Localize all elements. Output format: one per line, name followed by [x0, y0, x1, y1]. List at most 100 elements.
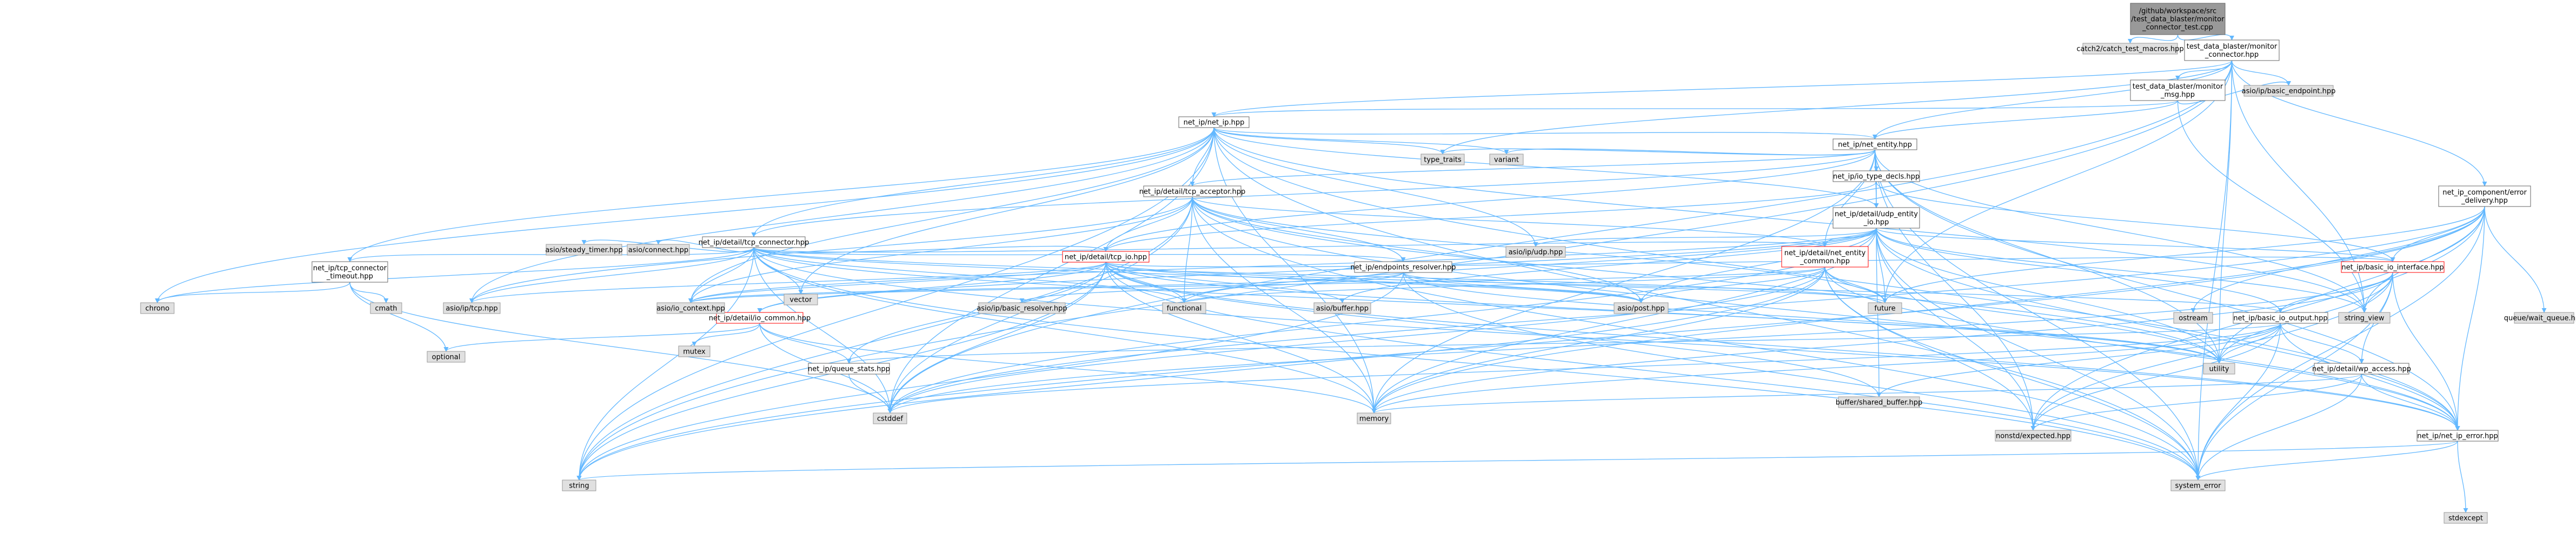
edge-basic_io_output-to-expected: [2030, 323, 2281, 431]
edge-tcp_io-to-basic_io_output: [1105, 262, 2283, 313]
edge-tcp_acceptor-to-asio_tcp: [469, 196, 1193, 303]
node-variant: variant: [1489, 154, 1524, 165]
node-wp-access[interactable]: net_ip/detail/wp_access.hpp: [2312, 363, 2411, 375]
edge-msg_hpp-to-basic_endpoint: [2177, 81, 2291, 104]
edge-component_error-to-cstddef: [887, 206, 2485, 414]
edge-root-to-mc_hpp: [2177, 34, 2235, 41]
node-tcp-connector[interactable]: net_ip/detail/tcp_connector.hpp: [699, 236, 809, 248]
edges-layer: [155, 34, 2547, 513]
edge-endpoints_resolver-to-system_error: [1403, 272, 2201, 481]
edge-tcp_acceptor-to-tcp_io: [1103, 196, 1193, 252]
edge-net_entity-to-tcp_connector: [751, 149, 1876, 237]
edge-net_entity_common-to-functional: [1181, 267, 1825, 303]
node-label: net_ip/basic_io_interface.hpp: [2341, 264, 2444, 272]
node-label: variant: [1494, 156, 1519, 164]
edge-net_entity_common-to-io_context: [688, 267, 1825, 303]
node-label: asio/ip/basic_endpoint.hpp: [2242, 88, 2336, 96]
node-output-queue[interactable]: net_ip/queue_stats.hpp: [808, 363, 890, 375]
node-label: net_ip/queue_stats.hpp: [808, 365, 890, 374]
node-cstddef: cstddef: [873, 412, 907, 424]
node-label: test_data_blaster/monitor: [2187, 43, 2278, 51]
node-box: [2444, 512, 2488, 524]
node-box: [2203, 363, 2235, 375]
edge-tcp_io-to-memory: [1105, 262, 1377, 414]
node-box: [562, 480, 596, 491]
node-io-common[interactable]: net_ip/detail/io_common.hpp: [709, 312, 811, 324]
node-label: _msg.hpp: [2160, 91, 2195, 99]
edge-io_common-to-optional: [443, 323, 760, 352]
node-catch2: catch2/catch_test_macros.hpp: [2076, 43, 2184, 55]
node-tcp-acceptor[interactable]: net_ip/detail/tcp_acceptor.hpp: [1139, 185, 1246, 197]
edge-udp_entity-to-io_context: [688, 228, 1877, 303]
node-label: cmath: [375, 305, 397, 313]
edge-basic_io_output-to-net_ip_error: [2280, 323, 2460, 431]
node-basic-io-output[interactable]: net_ip/basic_io_output.hpp: [2233, 312, 2328, 324]
edge-component_error-to-ostream: [2190, 206, 2485, 313]
edge-tcp_connector-to-asio_tcp: [469, 247, 754, 303]
node-udp-entity[interactable]: net_ip/detail/udp_entity_io.hpp: [1833, 207, 1920, 229]
node-net-entity-common[interactable]: net_ip/detail/net_entity_common.hpp: [1781, 246, 1869, 268]
edge-tcp_io-to-asio_buffer: [1105, 262, 1345, 303]
node-label: net_ip_component/error: [2442, 189, 2527, 197]
edge-net_ip_error-to-string: [577, 441, 2458, 481]
node-mc-hpp[interactable]: test_data_blaster/monitor_connector.hpp: [2184, 39, 2280, 61]
edge-mc_hpp-to-net_entity: [1873, 60, 2233, 139]
node-box: [1489, 154, 1524, 165]
edge-tcp_connector-to-future: [753, 247, 1888, 303]
node-label: net_ip/detail/tcp_acceptor.hpp: [1139, 188, 1246, 196]
edge-net_entity-to-string_view: [1874, 149, 2367, 313]
node-label: functional: [1167, 305, 1202, 313]
node-expected: nonstd/expected.hpp: [1995, 430, 2072, 442]
edge-tcp_connector-to-chrono: [155, 247, 754, 303]
edge-basic_io_output-to-utility: [2216, 323, 2281, 364]
edge-net_ip-to-asio_tcp: [469, 127, 1214, 303]
node-component-error[interactable]: net_ip_component/error_delivery.hpp: [2438, 185, 2531, 207]
edge-udp_entity-to-functional: [1181, 228, 1877, 303]
node-asio-udp: asio/ip/udp.hpp: [1505, 246, 1566, 258]
node-root[interactable]: /github/workspace/src/test_data_blaster/…: [2130, 3, 2226, 35]
node-label: queue/wait_queue.hpp: [2504, 315, 2576, 323]
edge-net_entity_common-to-system_error: [1824, 267, 2201, 481]
node-label: _connector_test.cpp: [2142, 24, 2213, 32]
edge-tcp_acceptor-to-endpoints_resolver: [1192, 196, 1406, 262]
node-label: _delivery.hpp: [2461, 197, 2508, 205]
node-box: [1313, 302, 1371, 314]
edge-net_entity_common-to-asio_post: [1638, 267, 1825, 303]
node-box: [2416, 430, 2499, 442]
node-tcp-io[interactable]: net_ip/detail/tcp_io.hpp: [1062, 251, 1150, 263]
edge-net_ip_error-to-stdexcept: [2457, 441, 2468, 513]
node-box: [702, 236, 806, 248]
node-box: [2184, 39, 2280, 61]
node-optional: optional: [427, 351, 466, 363]
node-tcp-connector-timeout[interactable]: net_ip/tcp_connector_timeout.hpp: [311, 261, 388, 283]
node-label: net_ip/detail/io_common.hpp: [709, 315, 811, 323]
node-msg-hpp[interactable]: test_data_blaster/monitor_msg.hpp: [2130, 79, 2226, 101]
node-endpoints-resolver[interactable]: net_ip/endpoints_resolver.hpp: [1350, 261, 1456, 273]
node-basic-io-interface[interactable]: net_ip/basic_io_interface.hpp: [2341, 261, 2445, 273]
node-net-ip[interactable]: net_ip/net_ip.hpp: [1178, 116, 1250, 128]
edge-component_error-to-net_ip_error: [2455, 206, 2485, 431]
node-label: optional: [432, 354, 461, 362]
node-box: [1162, 302, 1206, 314]
edge-net_ip-to-io_context: [688, 127, 1214, 303]
node-box: [546, 244, 622, 256]
node-memory: memory: [1357, 412, 1391, 424]
edge-net_ip-to-asio_udp: [1213, 127, 1538, 247]
edge-mc_hpp-to-system_error: [2195, 60, 2233, 481]
edge-tcp_io-to-basic_io_interface: [1105, 256, 2395, 268]
edge-component_error-to-future: [1882, 206, 2485, 303]
edge-output_queue-to-cstddef: [848, 374, 893, 414]
node-net-entity[interactable]: net_ip/net_entity.hpp: [1833, 138, 1917, 150]
node-cmath: cmath: [370, 302, 402, 314]
edge-mc_hpp-to-string_view: [2231, 60, 2367, 313]
node-box: [1833, 170, 1920, 182]
node-box: [2173, 312, 2213, 324]
node-functional: functional: [1162, 302, 1206, 314]
edge-tcp_acceptor-to-net_ip_error: [1192, 196, 2460, 431]
edge-basic_io_output-to-shared_buffer: [1876, 323, 2281, 397]
edge-net_ip-to-vector: [798, 127, 1214, 295]
node-net-ip-error[interactable]: net_ip/net_ip_error.hpp: [2416, 430, 2499, 442]
edge-udp_entity-to-basic_io_output: [1876, 228, 2283, 313]
node-asio-post: asio/post.hpp: [1614, 302, 1669, 314]
node-io-type-decls[interactable]: net_ip/io_type_decls.hpp: [1833, 170, 1920, 182]
